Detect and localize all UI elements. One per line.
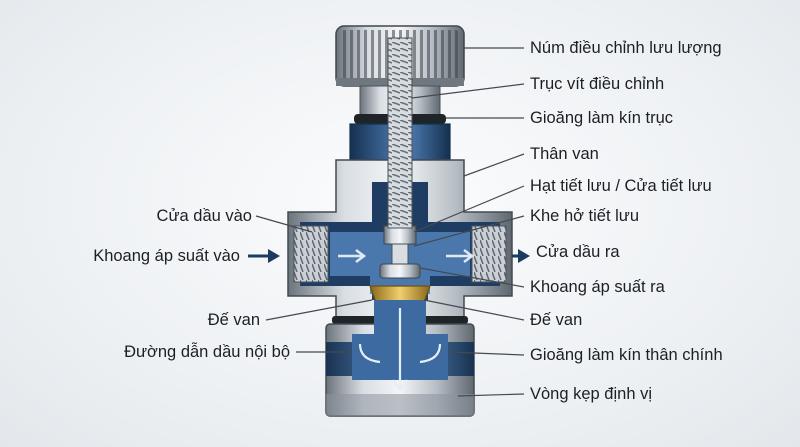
outlet-thread: [471, 225, 507, 283]
label-seat-left: Đế van: [207, 311, 260, 329]
label-body: Thân van: [530, 145, 599, 163]
throttle-stem: [391, 243, 409, 265]
label-gap: Khe hở tiết lưu: [530, 207, 640, 225]
label-body-seal: Gioăng làm kín thân chính: [530, 346, 723, 364]
label-inlet-chamber: Khoang áp suất vào: [93, 247, 240, 265]
brass-valve-seat: [369, 285, 431, 303]
throttle-nut: [383, 225, 417, 245]
label-throttle: Hạt tiết lưu / Cửa tiết lưu: [530, 177, 712, 195]
throttle-plug: [379, 263, 421, 279]
inlet-thread: [293, 225, 329, 283]
external-inlet-arrow: [248, 249, 280, 263]
flow-arrows: [338, 249, 475, 263]
label-retaining-ring: Vòng kẹp định vị: [530, 385, 653, 403]
leader-lines-left: [255, 215, 373, 353]
label-shaft-seal: Gioăng làm kín trục: [530, 109, 674, 127]
label-seat-right: Đế van: [530, 311, 583, 329]
label-outlet-chamber: Khoang áp suất ra: [530, 278, 665, 296]
label-internal-passage: Đường dẫn dầu nội bộ: [124, 343, 290, 361]
leader-lines-right: [411, 47, 525, 397]
passage-arrows: [358, 308, 442, 392]
adjusting-screw: [387, 37, 413, 229]
label-knob: Núm điều chỉnh lưu lượng: [530, 39, 722, 57]
label-screw: Trục vít điều chỉnh: [530, 75, 665, 93]
label-inlet: Cửa dầu vào: [156, 207, 252, 225]
label-outlet: Cửa dầu ra: [536, 243, 620, 261]
external-outlet-arrow: [512, 249, 530, 263]
